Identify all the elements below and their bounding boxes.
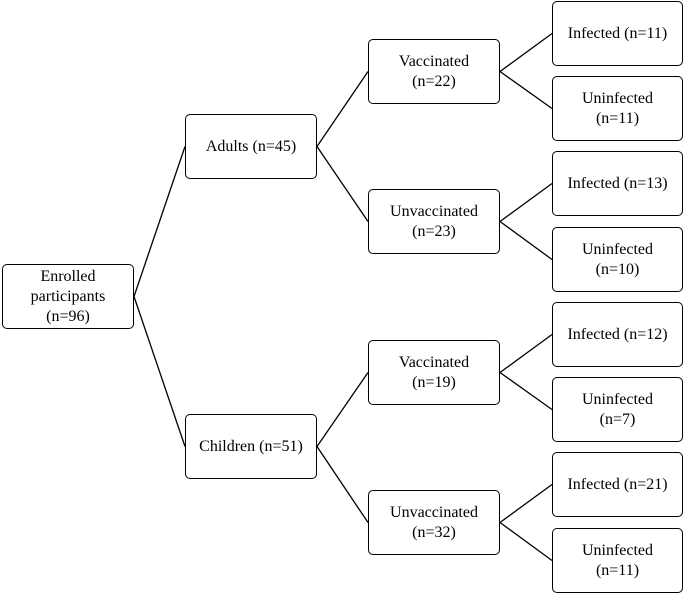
- connector-children_unvaccinated-cu_uninfected: [499, 521, 553, 562]
- connector-children-children_vaccinated: [316, 372, 369, 447]
- node-children-unvaccinated-uninfected: Uninfected (n=11): [552, 528, 683, 593]
- connector-children_vaccinated-cv_uninfected: [499, 371, 553, 411]
- node-children-vaccinated-uninfected: Uninfected (n=7): [552, 377, 683, 442]
- node-adults: Adults (n=45): [185, 114, 317, 179]
- node-adults-vaccinated-infected: Infected (n=11): [552, 1, 683, 66]
- connector-children-children_unvaccinated: [316, 446, 369, 523]
- node-adults-unvaccinated: Unvaccinated (n=23): [368, 189, 500, 254]
- connector-adults-adults_unvaccinated: [316, 146, 369, 222]
- node-children-unvaccinated: Unvaccinated (n=32): [368, 490, 500, 555]
- connector-adults_vaccinated-av_infected: [499, 32, 553, 73]
- connector-adults_unvaccinated-au_infected: [499, 182, 553, 223]
- node-adults-unvaccinated-uninfected: Uninfected (n=10): [552, 227, 683, 292]
- node-children-unvaccinated-infected: Infected (n=21): [552, 452, 683, 517]
- connector-adults_unvaccinated-au_uninfected: [499, 220, 553, 261]
- connector-adults_vaccinated-av_uninfected: [499, 70, 553, 110]
- node-children-vaccinated: Vaccinated (n=19): [368, 340, 500, 405]
- node-adults-vaccinated: Vaccinated (n=22): [368, 39, 500, 104]
- node-children-vaccinated-infected: Infected (n=12): [552, 302, 683, 367]
- node-adults-vaccinated-uninfected: Uninfected (n=11): [552, 76, 683, 141]
- connector-children_unvaccinated-cu_infected: [499, 483, 553, 524]
- connector-adults-adults_vaccinated: [316, 71, 369, 147]
- node-enrolled-participants: Enrolled participants (n=96): [2, 264, 134, 329]
- connector-root-adults: [133, 146, 186, 297]
- connector-root-children: [133, 296, 186, 447]
- node-adults-unvaccinated-infected: Infected (n=13): [552, 151, 683, 216]
- connector-children_vaccinated-cv_infected: [499, 333, 553, 374]
- node-children: Children (n=51): [185, 414, 317, 479]
